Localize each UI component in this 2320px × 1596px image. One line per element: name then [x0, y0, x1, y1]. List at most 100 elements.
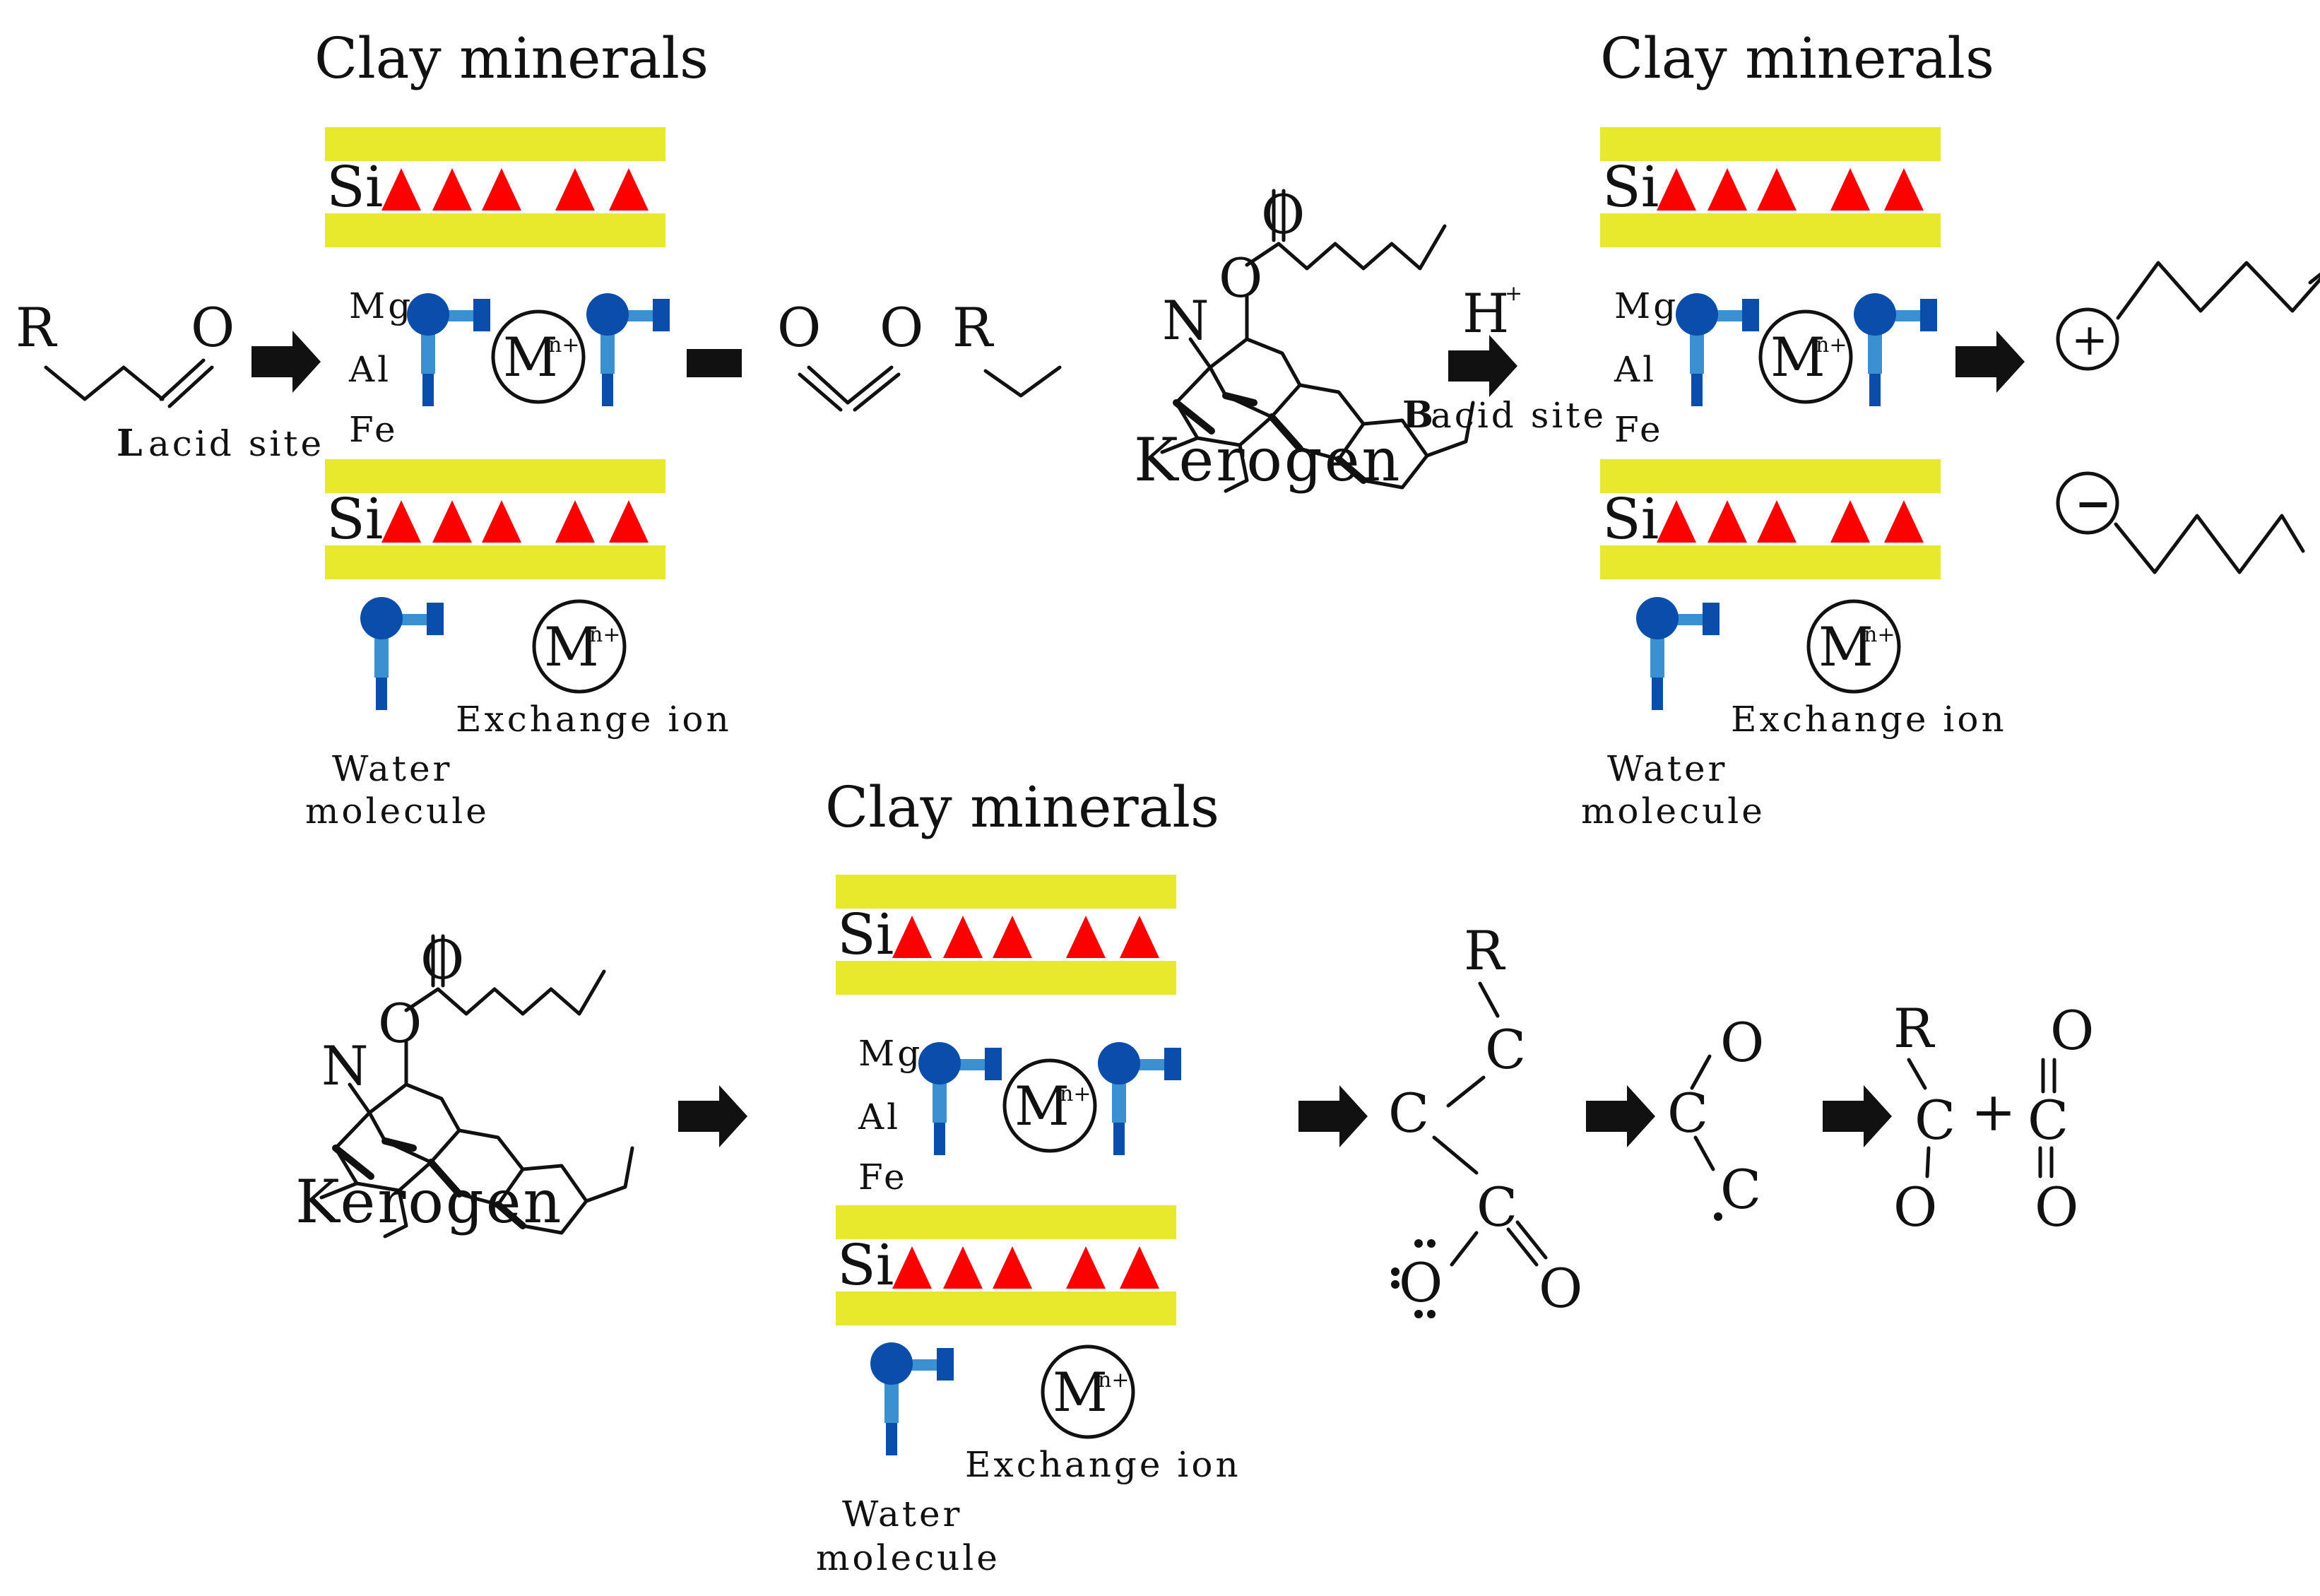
- svg-text:N: N: [1162, 289, 1209, 352]
- water-label-line2: molecule: [305, 791, 490, 832]
- svg-text:n+: n+: [1816, 333, 1847, 357]
- svg-text:n+: n+: [548, 333, 579, 357]
- product-structure-1: O O R: [777, 296, 1062, 412]
- exchange-ion-label: Exchange ion: [456, 699, 732, 740]
- water-molecule-icon: [360, 597, 444, 710]
- al-label: Al: [348, 349, 391, 390]
- water-molecule-icon: [870, 1342, 954, 1455]
- si-label: Si: [1602, 154, 1659, 220]
- svg-text:O: O: [1261, 183, 1305, 246]
- kerogen-structure-icon: O O N: [321, 928, 632, 1236]
- svg-text:C: C: [1667, 1082, 1708, 1145]
- clay-minerals-title-1: Clay minerals: [314, 25, 709, 91]
- svg-text:C: C: [1485, 1018, 1526, 1081]
- svg-text:R: R: [952, 296, 995, 359]
- svg-text:R: R: [1464, 919, 1506, 982]
- final-products: R C O + C O O: [1893, 997, 2094, 1239]
- svg-text:M: M: [1053, 1361, 1108, 1424]
- svg-text:M: M: [544, 615, 599, 678]
- reaction-arrow-icon: [251, 331, 321, 393]
- al-label: Al: [1614, 349, 1657, 390]
- water-label-line1: Water: [332, 748, 452, 789]
- reaction-arrow-icon: [1823, 1085, 1892, 1147]
- exchange-ion-icon: M n+: [491, 309, 586, 404]
- svg-text:N: N: [321, 1034, 369, 1097]
- water-molecule-icon: [1636, 597, 1720, 710]
- kerogen-label-2: Kerogen: [295, 1167, 564, 1236]
- svg-text:O: O: [191, 296, 235, 359]
- reaction-arrow-icon: [1298, 1085, 1368, 1147]
- svg-text:n+: n+: [1864, 622, 1895, 647]
- water-label-line1: Water: [1607, 748, 1727, 789]
- svg-text:C: C: [1388, 1082, 1429, 1145]
- reaction-arrow-icon: [678, 1085, 747, 1147]
- water-molecule-icon: [407, 293, 490, 406]
- svg-text:n+: n+: [1060, 1082, 1091, 1106]
- reaction-arrow-icon: [1586, 1085, 1655, 1147]
- water-molecule-icon: [1676, 293, 1759, 406]
- radical-intermediate: R C C C O O: [1388, 919, 1582, 1320]
- water-molecule-icon: [586, 293, 670, 406]
- exchange-ion-icon: M n+: [1806, 599, 1901, 694]
- si-label: Si: [1602, 486, 1659, 552]
- svg-text:+: +: [2071, 314, 2108, 365]
- al-label: Al: [858, 1096, 901, 1137]
- svg-text:O: O: [2050, 999, 2094, 1062]
- kerogen-label-1: Kerogen: [1134, 425, 1402, 495]
- svg-text:O: O: [378, 992, 422, 1055]
- l-acid-site-label: acid site: [148, 423, 324, 464]
- b-acid-bold: B: [1402, 394, 1433, 437]
- separator-bar: [687, 349, 742, 377]
- fe-label: Fe: [349, 409, 398, 450]
- mg-label: Mg: [349, 285, 413, 326]
- svg-text:C: C: [1476, 1176, 1517, 1239]
- svg-text:M: M: [503, 326, 558, 389]
- carbocation-icon: +: [2056, 261, 2320, 371]
- svg-text:C: C: [2028, 1089, 2069, 1152]
- svg-text:C: C: [1914, 1089, 1955, 1152]
- svg-text:R: R: [16, 296, 58, 359]
- aldehyde-structure: R O: [16, 296, 235, 408]
- exchange-ion-icon: M n+: [1002, 1058, 1097, 1153]
- exchange-ion-icon: M n+: [1041, 1344, 1135, 1439]
- si-label: Si: [837, 902, 894, 967]
- kerogen-structure-icon: O O N: [1162, 183, 1473, 491]
- svg-text:n+: n+: [589, 622, 620, 647]
- svg-text:O: O: [1219, 247, 1262, 309]
- mg-label: Mg: [858, 1033, 923, 1074]
- si-label: Si: [326, 486, 383, 552]
- water-label-line2: molecule: [816, 1537, 1000, 1578]
- svg-text:O: O: [1539, 1257, 1582, 1320]
- clay-minerals-title-3: Clay minerals: [825, 774, 1219, 840]
- reaction-arrow-icon: [1955, 331, 2025, 393]
- water-molecule-icon: [1854, 293, 1937, 406]
- l-acid-bold: L: [117, 422, 143, 465]
- h-plus-label: H: [1462, 282, 1509, 345]
- svg-text:O: O: [880, 296, 923, 359]
- si-label: Si: [837, 1232, 894, 1298]
- svg-text:O: O: [2035, 1176, 2078, 1239]
- water-molecule-icon: [918, 1042, 1002, 1155]
- si-label: Si: [326, 154, 383, 220]
- fe-label: Fe: [1614, 409, 1664, 450]
- radical-intermediate-2: C O C: [1667, 1011, 1764, 1221]
- svg-text:R: R: [1893, 997, 1936, 1060]
- exchange-ion-label: Exchange ion: [965, 1444, 1241, 1485]
- svg-text:O: O: [1720, 1011, 1764, 1074]
- svg-text:n+: n+: [1098, 1368, 1129, 1393]
- svg-text:O: O: [777, 296, 821, 359]
- exchange-ion-label: Exchange ion: [1731, 699, 2007, 740]
- clay-minerals-title-2: Clay minerals: [1600, 25, 1994, 91]
- b-acid-site-label: acid site: [1431, 395, 1606, 436]
- svg-text:O: O: [420, 928, 464, 991]
- svg-text:O: O: [1893, 1176, 1937, 1239]
- exchange-ion-icon: M n+: [532, 599, 627, 694]
- svg-text:+: +: [1971, 1080, 2016, 1143]
- svg-text:M: M: [1014, 1075, 1070, 1137]
- svg-text:C: C: [1720, 1158, 1761, 1221]
- carbanion-icon: −: [2056, 471, 2305, 574]
- svg-text:−: −: [2075, 478, 2112, 529]
- h-plus-sup: +: [1505, 281, 1522, 306]
- mg-label: Mg: [1614, 285, 1679, 326]
